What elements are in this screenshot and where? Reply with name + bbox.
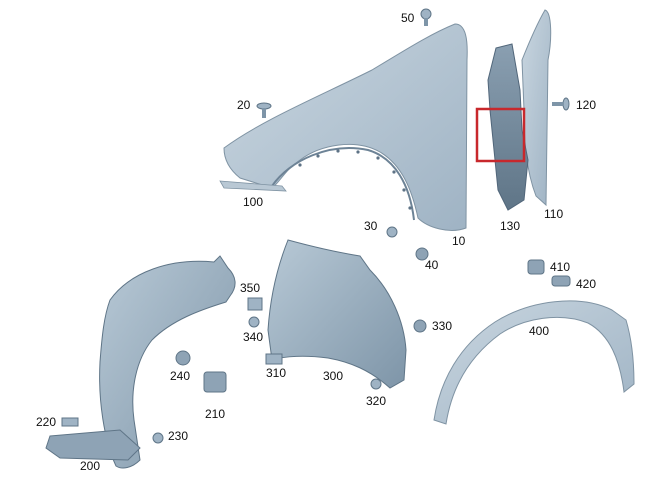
part-label-110: 110 [544,207,564,221]
clip-420 [551,275,571,287]
insulation-pad-part [487,43,529,211]
fastener-50 [420,8,432,26]
fastener-330 [413,319,427,333]
fender-part [223,23,468,231]
wheel-flare-part [433,300,635,425]
part-label-240: 240 [170,369,191,383]
fastener-120 [552,97,570,111]
clip-350 [247,297,263,311]
part-label-30: 30 [364,219,378,233]
clip-310 [265,353,283,365]
part-label-350: 350 [240,281,261,295]
clip-210 [203,371,227,393]
fastener-320 [370,378,382,390]
fastener-340 [248,316,260,328]
rear-liner-part [267,239,407,389]
part-label-50: 50 [401,11,415,25]
part-label-320: 320 [366,394,387,408]
fender-arch-clips [298,149,412,210]
fastener-240 [175,350,191,366]
part-label-330: 330 [432,319,453,333]
highlight-box [475,107,526,163]
part-label-20: 20 [237,98,251,112]
fender-arch-edge [271,147,415,221]
part-label-400: 400 [529,324,550,338]
fastener-20 [256,102,272,118]
clip-410 [527,259,545,275]
part-label-40: 40 [425,258,439,272]
liner-front-flap [45,429,141,461]
part-label-130: 130 [500,219,521,233]
part-label-210: 210 [205,407,226,421]
fastener-230 [152,432,164,444]
part-label-10: 10 [452,234,466,248]
watermark-logo: allegro [6,456,49,471]
fastener-30 [386,226,398,238]
clip-220 [61,417,79,427]
wheel-arch-liner-part [99,255,236,469]
part-label-220: 220 [36,415,57,429]
part-label-120: 120 [576,98,597,112]
part-label-200: 200 [80,459,101,473]
fastener-40 [415,247,429,261]
part-label-410: 410 [550,260,571,274]
part-label-100: 100 [243,195,264,209]
part-label-420: 420 [576,277,597,291]
part-label-300: 300 [323,369,344,383]
seal-strip-part [219,180,287,192]
part-label-340: 340 [243,330,264,344]
part-label-310: 310 [266,366,287,380]
part-label-230: 230 [168,429,189,443]
